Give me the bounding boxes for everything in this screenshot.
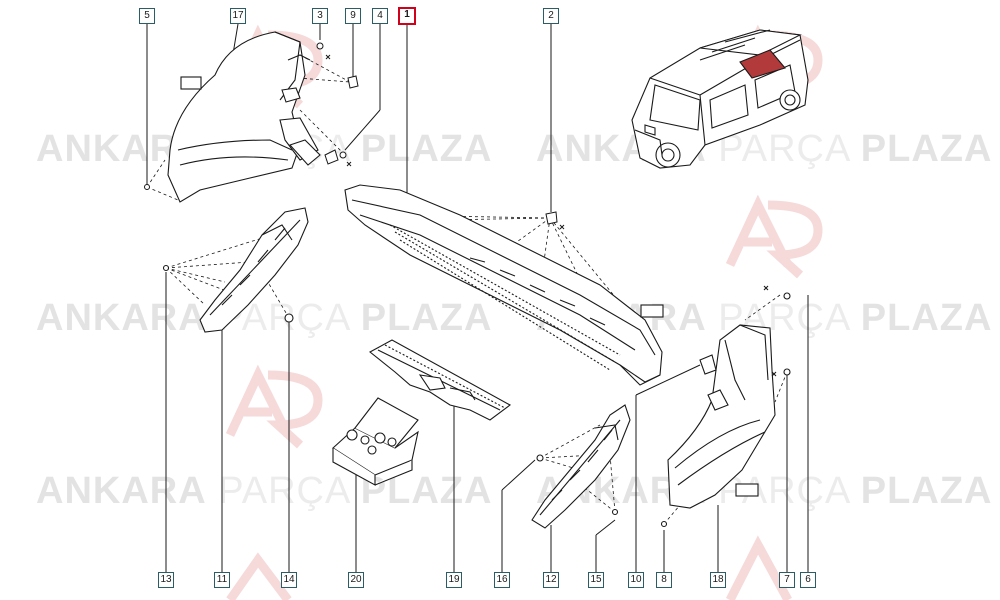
part-11-left-bracket [162, 207, 309, 333]
leader-lines [146, 23, 809, 572]
callout-12: 12 [543, 572, 559, 588]
watermark-logo-icon [225, 24, 823, 600]
callout-5: 5 [139, 8, 155, 24]
callout-3: 3 [312, 8, 328, 24]
callout-6: 6 [800, 572, 816, 588]
callout-19: 19 [446, 572, 462, 588]
callout-15: 15 [588, 572, 604, 588]
part-19-step-tread [369, 339, 512, 421]
callout-7: 7 [779, 572, 795, 588]
callout-2: 2 [543, 8, 559, 24]
watermark-row-3-left: ANKARA PARÇA PLAZA [36, 470, 493, 512]
callout-4: 4 [372, 8, 388, 24]
part-18-right-corner-panel [660, 285, 791, 528]
part-12-right-bracket [531, 404, 631, 529]
watermark-row-2-left: ANKARA PARÇA PLAZA [36, 297, 493, 339]
callout-10: 10 [628, 572, 644, 588]
callout-13: 13 [158, 572, 174, 588]
van-reference-illustration [631, 29, 809, 169]
callout-9: 9 [345, 8, 361, 24]
fasteners-top-left [144, 42, 359, 190]
callout-8: 8 [656, 572, 672, 588]
callout-14: 14 [281, 572, 297, 588]
callout-20: 20 [348, 572, 364, 588]
fastener-2 [545, 211, 565, 230]
callout-1: 1 [398, 7, 416, 25]
callout-16: 16 [494, 572, 510, 588]
part-1-rear-bumper [344, 184, 664, 386]
callout-18: 18 [710, 572, 726, 588]
part-17-corner-panel [167, 31, 321, 203]
callout-11: 11 [214, 572, 230, 588]
callout-17: 17 [230, 8, 246, 24]
part-20-clip-kit-box [332, 397, 419, 486]
